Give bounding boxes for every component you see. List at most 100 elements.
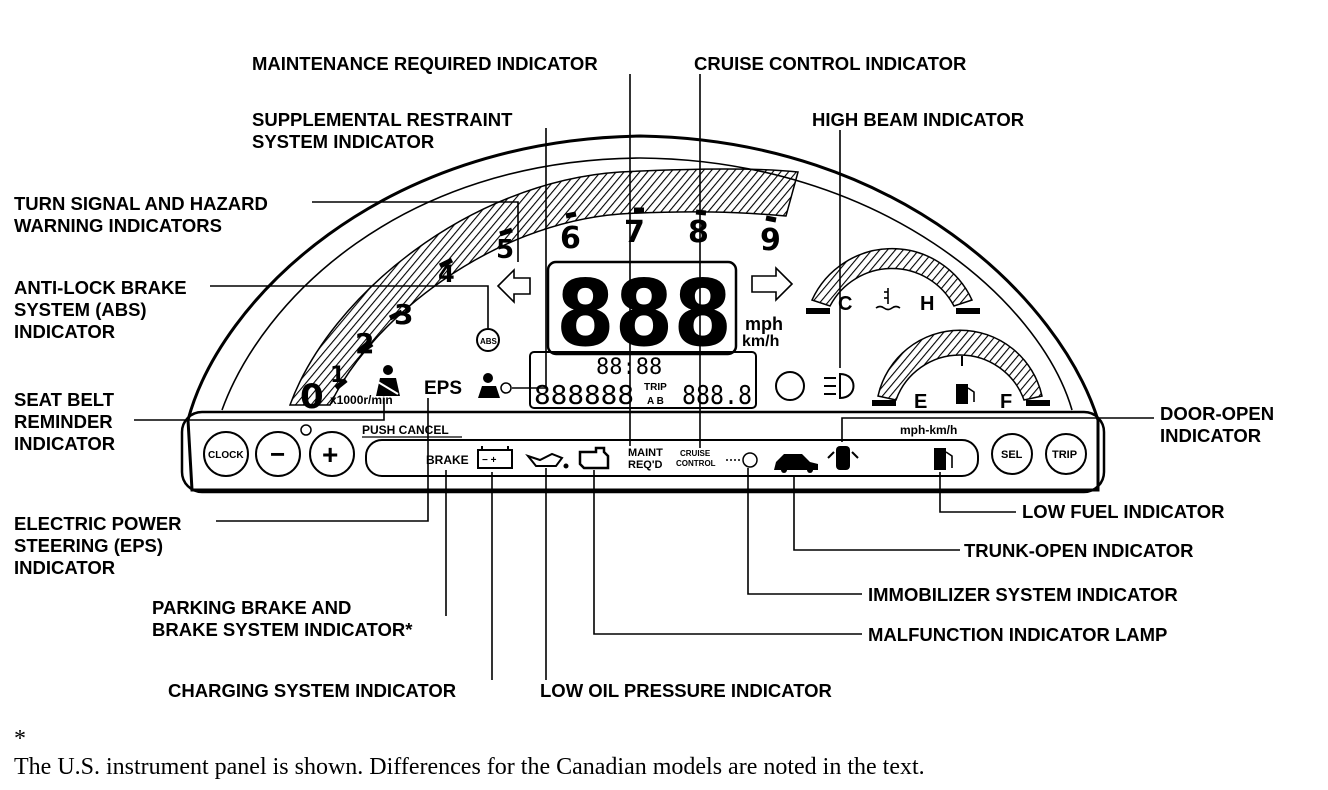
tach-number-6: 6 [560,221,581,256]
label-high-beam: HIGH BEAM INDICATOR [812,109,1024,130]
label-eps-line1: ELECTRIC POWER [14,513,182,534]
footnote-mark: * [14,726,26,752]
svg-text:− +: − + [482,455,497,466]
footnote-text: The U.S. instrument panel is shown. Diff… [14,754,925,780]
sel-button[interactable]: SEL [991,433,1033,475]
temp-gauge-h: H [920,293,934,315]
sel-button-label: SEL [1001,449,1023,461]
plus-button-label: + [322,439,338,470]
speed-unit-kmh: km/h [742,333,779,350]
clock-display: 88:88 [596,355,662,380]
label-srs-line1: SUPPLEMENTAL RESTRAINT [252,109,513,130]
brake-indicator-text: BRAKE [426,453,469,467]
temp-gauge-c: C [838,293,852,315]
instrument-cluster: 0 x1000r/min 1 2 3 4 5 6 7 8 9 888 mph k… [180,134,1106,494]
temp-gauge-base-right [956,308,980,314]
eps-indicator-text: EPS [424,378,462,399]
odometer-value: 888888 [534,381,634,411]
fuel-pump-icon [956,384,975,404]
minus-button[interactable]: − [255,431,301,477]
label-cruise-control: CRUISE CONTROL INDICATOR [694,53,966,74]
speed-digits: 888 [556,260,732,367]
label-seatbelt-line1: SEAT BELT [14,389,115,410]
tach-number-8: 8 [688,215,709,250]
dimmer-icon [300,424,312,436]
units-switch-label: mph-km/h [900,423,957,437]
fuel-gauge-f: F [1000,391,1012,413]
label-seatbelt-line3: INDICATOR [14,433,115,454]
label-abs-line1: ANTI-LOCK BRAKE [14,277,187,298]
low-fuel-icon [934,448,953,470]
minus-button-label: − [270,439,285,469]
tach-number-5: 5 [496,235,514,265]
right-turn-arrow-icon [751,266,794,302]
warning-light-strip [365,439,979,477]
temperature-gauge-scale [810,247,974,307]
high-beam-indicator-icon [824,372,855,400]
label-abs-line2: SYSTEM (ABS) [14,299,147,320]
seatbelt-indicator-icon [376,365,400,396]
tach-number-7: 7 [624,215,645,250]
tach-number-9: 9 [760,223,781,258]
tach-number-zero: 0 [300,377,324,417]
trip-button-label: TRIP [1052,449,1077,461]
label-turn-signal-line2: WARNING INDICATORS [14,215,222,236]
label-charging: CHARGING SYSTEM INDICATOR [168,680,456,701]
cluster-inner-bezel [221,157,1073,411]
maint-reqd-line1: MAINT [628,447,663,459]
speed-unit-mph: mph [745,314,783,334]
label-trunk-open: TRUNK-OPEN INDICATOR [964,540,1194,561]
trip-button[interactable]: TRIP [1045,433,1087,475]
label-maintenance-required: MAINTENANCE REQUIRED INDICATOR [252,53,598,74]
fuel-gauge-base-left [872,400,896,406]
leader-lines [134,74,1154,680]
odometer-display [529,351,757,409]
cluster-lower-band [180,410,1106,494]
tach-number-4: 4 [438,260,455,288]
srs-indicator-icon [478,373,512,398]
tach-unit: x1000r/min [330,393,393,407]
abs-indicator-icon [476,328,500,352]
fuel-gauge-e: E [914,391,927,413]
label-immobilizer: IMMOBILIZER SYSTEM INDICATOR [868,584,1178,605]
temp-gauge-base-left [806,308,830,314]
tach-number-1: 1 [330,363,345,388]
tachometer-ticks [334,207,777,390]
speed-display [546,260,738,356]
label-eps-line2: STEERING (EPS) [14,535,163,556]
fuel-gauge-base-right [1026,400,1050,406]
label-srs-line2: SYSTEM INDICATOR [252,131,434,152]
plus-button[interactable]: + [309,431,355,477]
trip-ab: A B [647,396,664,407]
label-abs-line3: INDICATOR [14,321,115,342]
clock-button-label: CLOCK [208,450,244,461]
battery-icon: − + [477,446,513,469]
push-cancel-label: PUSH CANCEL [362,423,449,437]
label-low-oil: LOW OIL PRESSURE INDICATOR [540,680,832,701]
cruise-control-line2: CONTROL [676,459,716,468]
trip-label: TRIP [644,382,667,393]
tach-number-2: 2 [355,327,374,360]
tach-number-3: 3 [394,298,413,331]
label-seatbelt-line2: REMINDER [14,411,113,432]
door-open-icon [827,446,859,470]
trip-value: 888.8 [682,381,752,411]
cluster-housing [186,134,1100,492]
callout-labels: MAINTENANCE REQUIRED INDICATOR CRUISE CO… [14,53,1274,701]
label-low-fuel: LOW FUEL INDICATOR [1022,501,1224,522]
maint-reqd-line2: REQ'D [628,459,662,471]
label-parking-brake-line2: BRAKE SYSTEM INDICATOR* [152,619,413,640]
left-turn-arrow-icon [496,268,531,304]
immobilizer-key-icon [726,452,758,468]
oil-can-icon [525,452,569,469]
fuel-gauge-scale [877,329,1043,401]
round-warning-lamp [775,371,805,401]
label-malfunction: MALFUNCTION INDICATOR LAMP [868,624,1167,645]
clock-button[interactable]: CLOCK [203,431,249,477]
label-parking-brake-line1: PARKING BRAKE AND [152,597,351,618]
coolant-temp-icon [875,288,901,311]
trunk-open-icon [774,454,818,473]
cruise-control-line1: CRUISE [680,449,711,458]
label-eps-line3: INDICATOR [14,557,115,578]
